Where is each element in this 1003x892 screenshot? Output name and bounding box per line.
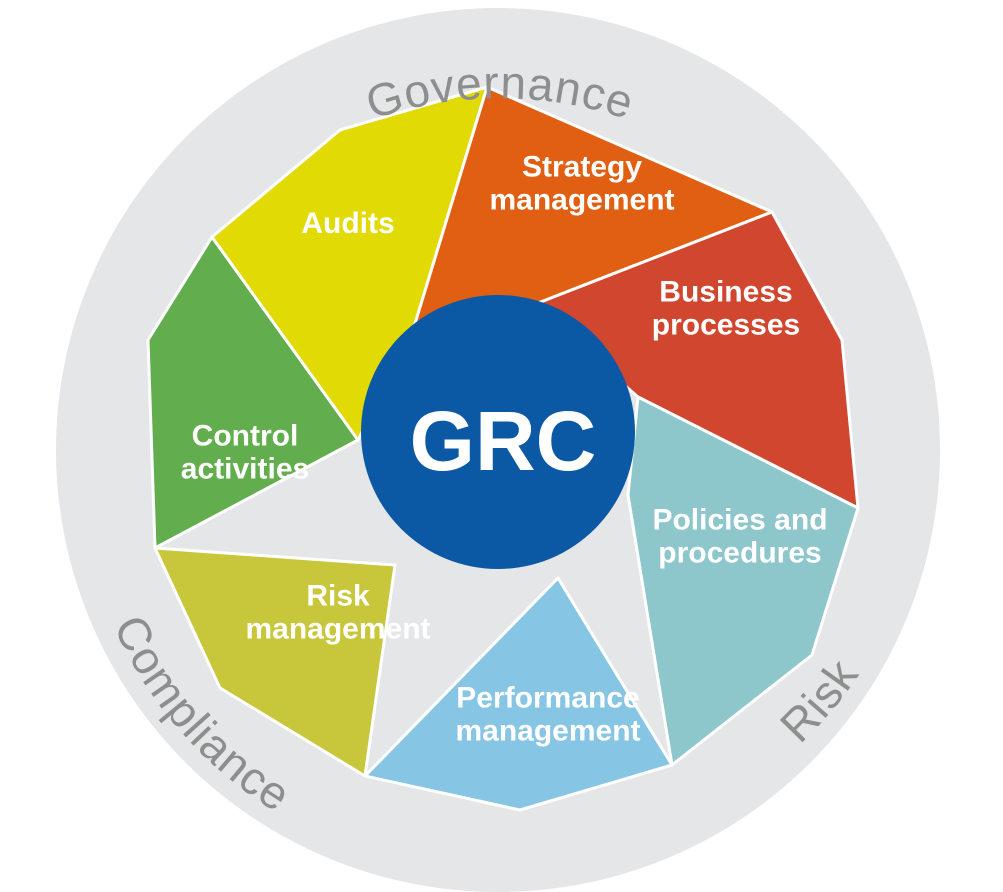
segments-group — [146, 85, 860, 812]
segment-label-line: Audits — [301, 207, 394, 240]
segment-6 — [210, 85, 489, 442]
segment-2 — [626, 395, 860, 767]
segment-label-line: Business — [659, 276, 792, 309]
segment-label-line: management — [455, 715, 640, 748]
center-circle — [361, 295, 635, 569]
segment-label-line: activities — [181, 453, 309, 486]
segment-label-line: Policies and — [652, 504, 827, 537]
segment-label-line: Risk — [306, 580, 370, 613]
segment-label-line: management — [489, 184, 674, 217]
segment-label-6: Audits — [301, 207, 394, 240]
segment-label-line: procedures — [658, 537, 821, 570]
segment-label-line: Strategy — [522, 151, 642, 184]
segment-label-line: Control — [192, 420, 299, 453]
segment-label-line: processes — [652, 309, 800, 342]
segment-label-line: management — [245, 613, 430, 646]
segment-label-line: Performance — [456, 682, 639, 715]
center-label: GRC — [410, 394, 597, 488]
